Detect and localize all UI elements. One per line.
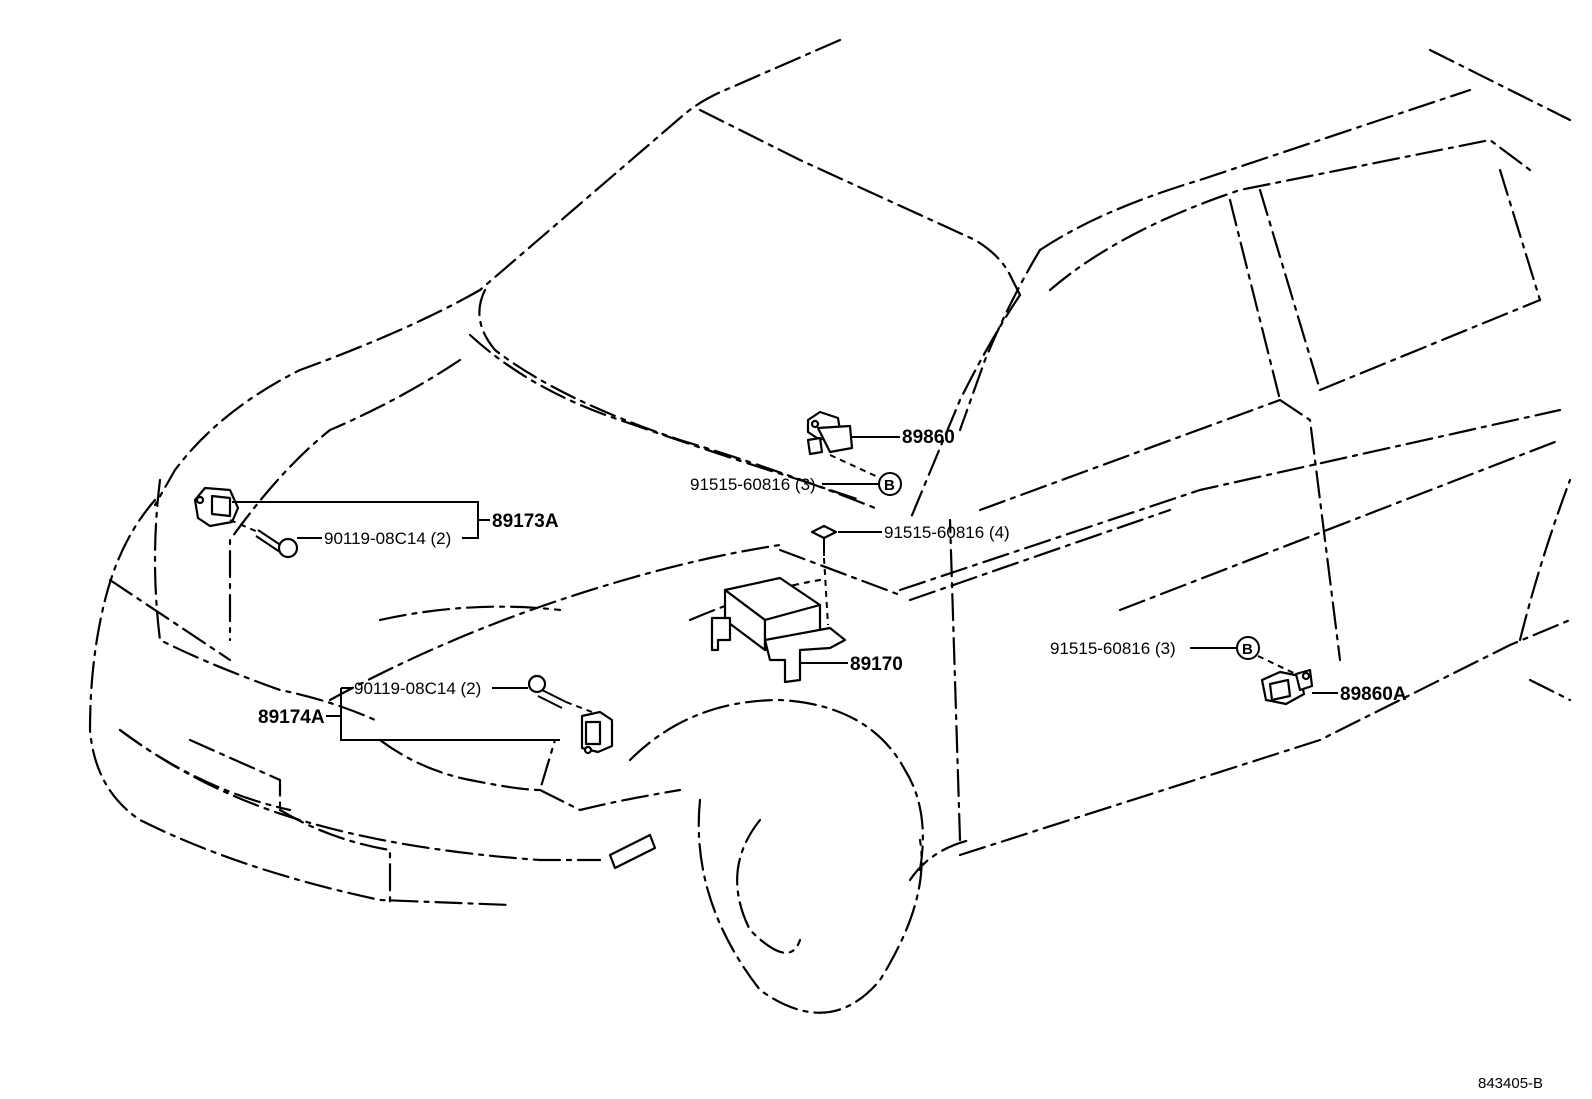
car-outline	[88, 38, 1572, 1014]
callout-89860A: 89860A	[1340, 684, 1407, 705]
svg-text:B: B	[884, 477, 895, 494]
sensor-89174A	[580, 710, 614, 755]
callout-89170: 89170	[850, 654, 903, 675]
bolt-89174A	[527, 674, 567, 709]
b-marker-lower: B	[1236, 636, 1260, 660]
callout-89860-bolt: 91515-60816 (3)	[690, 475, 816, 494]
bolt-89170	[810, 524, 838, 556]
ecu-89170	[710, 576, 847, 684]
callout-89860: 89860	[902, 427, 955, 448]
diagram-code: 843405-B	[1478, 1075, 1543, 1092]
sensor-89173A	[193, 486, 240, 528]
dash-89174A	[565, 701, 593, 713]
svg-text:B: B	[1242, 641, 1253, 658]
callout-89173A: 89173A	[492, 511, 559, 532]
sensor-89860A	[1260, 668, 1314, 706]
callout-89173A-bolt: 90119-08C14 (2)	[324, 529, 451, 548]
callout-89174A: 89174A	[258, 707, 325, 728]
dash-89860A	[1257, 655, 1301, 677]
dash-89860-bolt	[829, 454, 881, 479]
dash-89173A	[229, 519, 259, 533]
sensor-89860	[806, 410, 854, 456]
bracket-89174A	[340, 688, 386, 741]
bolt-89173A	[255, 529, 299, 559]
callout-89860A-bolt: 91515-60816 (3)	[1050, 639, 1176, 658]
callout-89170-bolt: 91515-60816 (4)	[884, 523, 1010, 542]
dash-89170	[823, 557, 829, 626]
callout-89174A-bolt: 90119-08C14 (2)	[354, 679, 481, 698]
b-marker-upper: B	[878, 472, 902, 496]
